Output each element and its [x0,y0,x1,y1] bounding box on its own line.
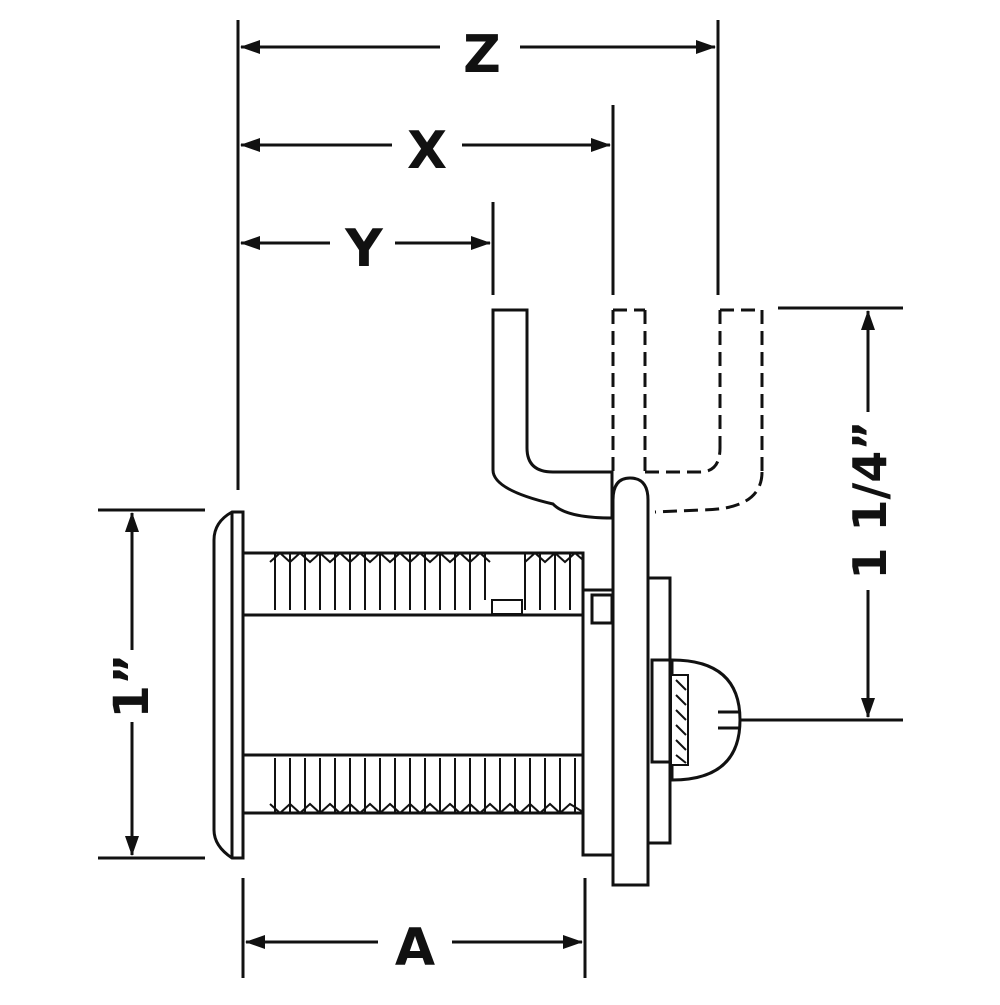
dimension-a-label: A [395,918,435,978]
screw-head [670,658,742,782]
lower-thread-section [241,753,585,815]
cam-fork-dashed [611,308,764,514]
lock-body [212,510,672,860]
cam-plate [611,476,650,887]
dimension-x-label: X [407,121,447,181]
lock-face-flange [212,510,245,860]
dimension-1in-label: 1” [104,654,160,719]
lower-threads [269,758,584,815]
upper-thread-section [241,551,585,617]
dimension-y-label: Y [344,219,384,279]
dimension-z-label: Z [463,25,501,85]
cam-fork [491,308,614,520]
bushing [581,588,615,857]
upper-threads [269,551,584,615]
extension-lines [98,20,903,978]
barrel-body [241,613,585,757]
dimension-1-1-4in-label: 1 1/4” [843,420,897,579]
